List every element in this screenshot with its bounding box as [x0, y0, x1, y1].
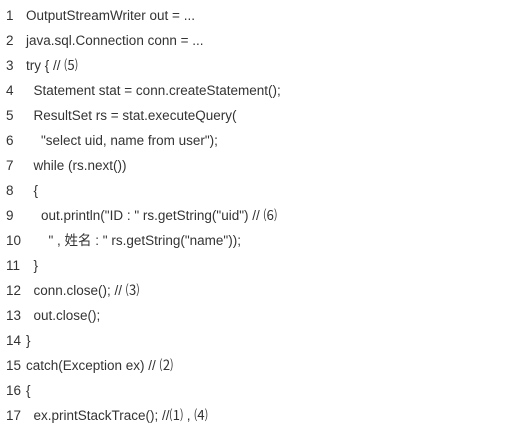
line-number: 14 — [6, 333, 22, 348]
code-line: 2 java.sql.Connection conn = ... — [6, 31, 203, 51]
code-line: 4 Statement stat = conn.createStatement(… — [6, 81, 281, 101]
code-line: 8 { — [6, 181, 38, 201]
line-code: conn.close(); // ⑶ — [26, 283, 140, 298]
line-code: { — [26, 383, 31, 398]
line-number: 3 — [6, 58, 14, 73]
line-number: 11 — [6, 258, 21, 273]
code-line: 9 out.println("ID : " rs.getString("uid"… — [6, 206, 277, 226]
code-line: 3 try { // ⑸ — [6, 56, 78, 76]
code-line: 13 out.close(); — [6, 306, 100, 326]
code-line: 15 catch(Exception ex) // ⑵ — [6, 356, 173, 376]
line-number: 17 — [6, 408, 22, 423]
code-line: 10 " , 姓名 : " rs.getString("name")); — [6, 231, 241, 251]
code-line: 14} — [6, 331, 31, 351]
code-line: 12 conn.close(); // ⑶ — [6, 281, 139, 301]
line-number: 13 — [6, 308, 22, 323]
line-code: } — [26, 258, 39, 273]
line-code: ResultSet rs = stat.executeQuery( — [26, 108, 237, 123]
line-number: 9 — [6, 208, 14, 223]
line-code: ex.printStackTrace(); //⑴ , ⑷ — [26, 408, 208, 423]
code-line: 7 while (rs.next()) — [6, 156, 127, 176]
line-code: while (rs.next()) — [26, 158, 127, 173]
code-line: 17 ex.printStackTrace(); //⑴ , ⑷ — [6, 406, 208, 426]
line-number: 4 — [6, 83, 14, 98]
line-code: java.sql.Connection conn = ... — [26, 33, 204, 48]
line-number: 10 — [6, 233, 22, 248]
line-number: 7 — [6, 158, 14, 173]
line-code: out.println("ID : " rs.getString("uid") … — [26, 208, 277, 223]
code-line: 16 { — [6, 381, 31, 401]
line-code: " , 姓名 : " rs.getString("name")); — [26, 233, 241, 248]
line-number: 6 — [6, 133, 14, 148]
line-number: 1 — [6, 8, 14, 23]
line-code: OutputStreamWriter out = ... — [26, 8, 195, 23]
line-number: 15 — [6, 358, 22, 373]
line-code: Statement stat = conn.createStatement(); — [26, 83, 281, 98]
line-code: } — [26, 333, 31, 348]
line-code: out.close(); — [26, 308, 101, 323]
line-number: 5 — [6, 108, 14, 123]
code-line: 1 OutputStreamWriter out = ... — [6, 6, 195, 26]
line-number: 8 — [6, 183, 14, 198]
line-code: { — [26, 183, 39, 198]
code-line: 11 } — [6, 256, 38, 276]
line-code: try { // ⑸ — [26, 58, 78, 73]
line-number: 2 — [6, 33, 14, 48]
code-line: 6 "select uid, name from user"); — [6, 131, 218, 151]
code-line: 5 ResultSet rs = stat.executeQuery( — [6, 106, 236, 126]
line-code: catch(Exception ex) // ⑵ — [26, 358, 174, 373]
line-number: 16 — [6, 383, 22, 398]
line-code: "select uid, name from user"); — [26, 133, 218, 148]
line-number: 12 — [6, 283, 22, 298]
